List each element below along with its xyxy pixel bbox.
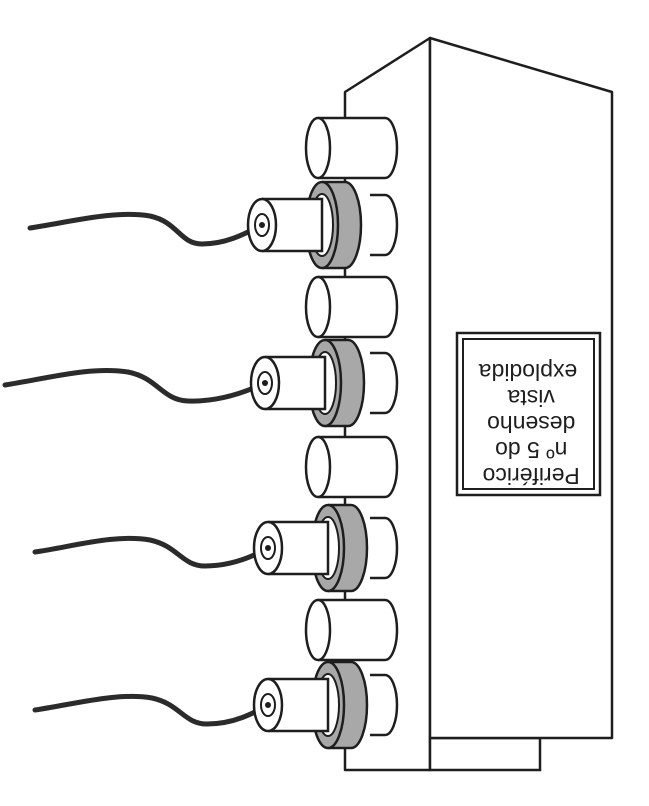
plug-barrel xyxy=(268,520,330,576)
cable xyxy=(27,211,265,247)
plug-barrel xyxy=(262,197,324,253)
label-plate-inner-frame xyxy=(462,338,595,490)
empty-sockets xyxy=(304,116,399,662)
connectors xyxy=(2,180,399,750)
socket-body xyxy=(370,673,399,737)
device-foot xyxy=(428,736,542,772)
plug-barrel xyxy=(265,355,327,411)
connector xyxy=(32,660,399,750)
connector xyxy=(2,338,399,428)
cable xyxy=(32,535,271,569)
label-plate-outer-frame xyxy=(455,331,602,497)
connector xyxy=(32,503,399,593)
empty-socket xyxy=(304,116,399,180)
connector xyxy=(27,180,399,270)
label-plate: Periférico nº 5 do desenho vista explodi… xyxy=(455,331,602,497)
socket-body xyxy=(370,193,399,257)
empty-socket xyxy=(304,435,399,499)
label-line-1: Periférico xyxy=(483,463,580,489)
label-line-2: nº 5 do xyxy=(495,437,567,463)
empty-socket xyxy=(304,598,399,662)
socket-body xyxy=(370,351,399,415)
socket-body xyxy=(370,516,399,580)
svg-text:Periférico nº 5 do: Periférico nº 5 do desenho vista explodi… xyxy=(476,359,580,489)
empty-socket xyxy=(304,275,399,339)
label-line-3: desenho xyxy=(487,411,575,437)
cable xyxy=(2,367,268,404)
label-line-4: vista xyxy=(507,385,555,411)
plug-barrel xyxy=(268,677,330,733)
cable xyxy=(32,693,271,727)
label-line-5: explodida xyxy=(479,359,578,385)
